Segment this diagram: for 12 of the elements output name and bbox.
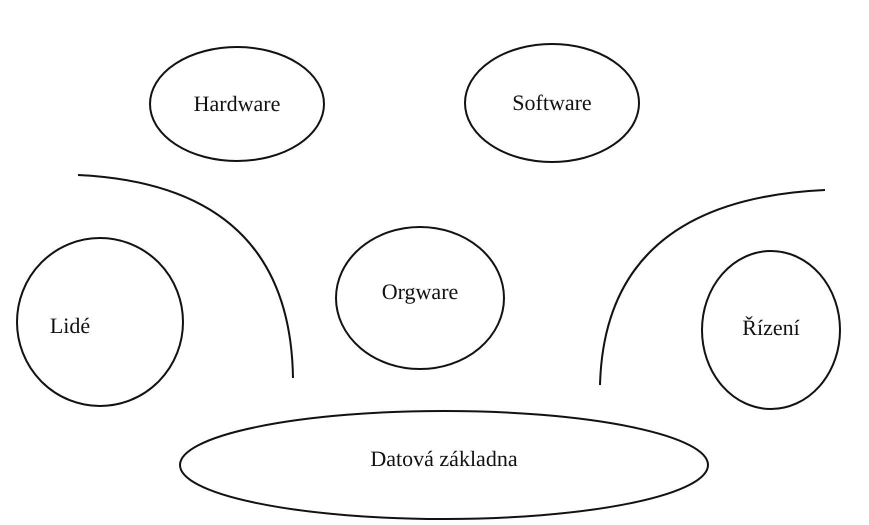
ellipse-node bbox=[464, 43, 640, 163]
node-label: Software bbox=[512, 90, 592, 116]
ellipse-node bbox=[335, 226, 505, 370]
node-label: Hardware bbox=[194, 91, 280, 117]
ellipse-node bbox=[149, 46, 325, 162]
node-label: Lidé bbox=[50, 313, 90, 339]
ellipse-node bbox=[701, 250, 841, 410]
ellipse-node bbox=[179, 410, 709, 520]
node-label: Orgware bbox=[382, 279, 458, 305]
ellipse-node bbox=[16, 237, 184, 407]
node-label: Datová základna bbox=[370, 446, 518, 472]
node-label: Řízení bbox=[742, 315, 800, 341]
